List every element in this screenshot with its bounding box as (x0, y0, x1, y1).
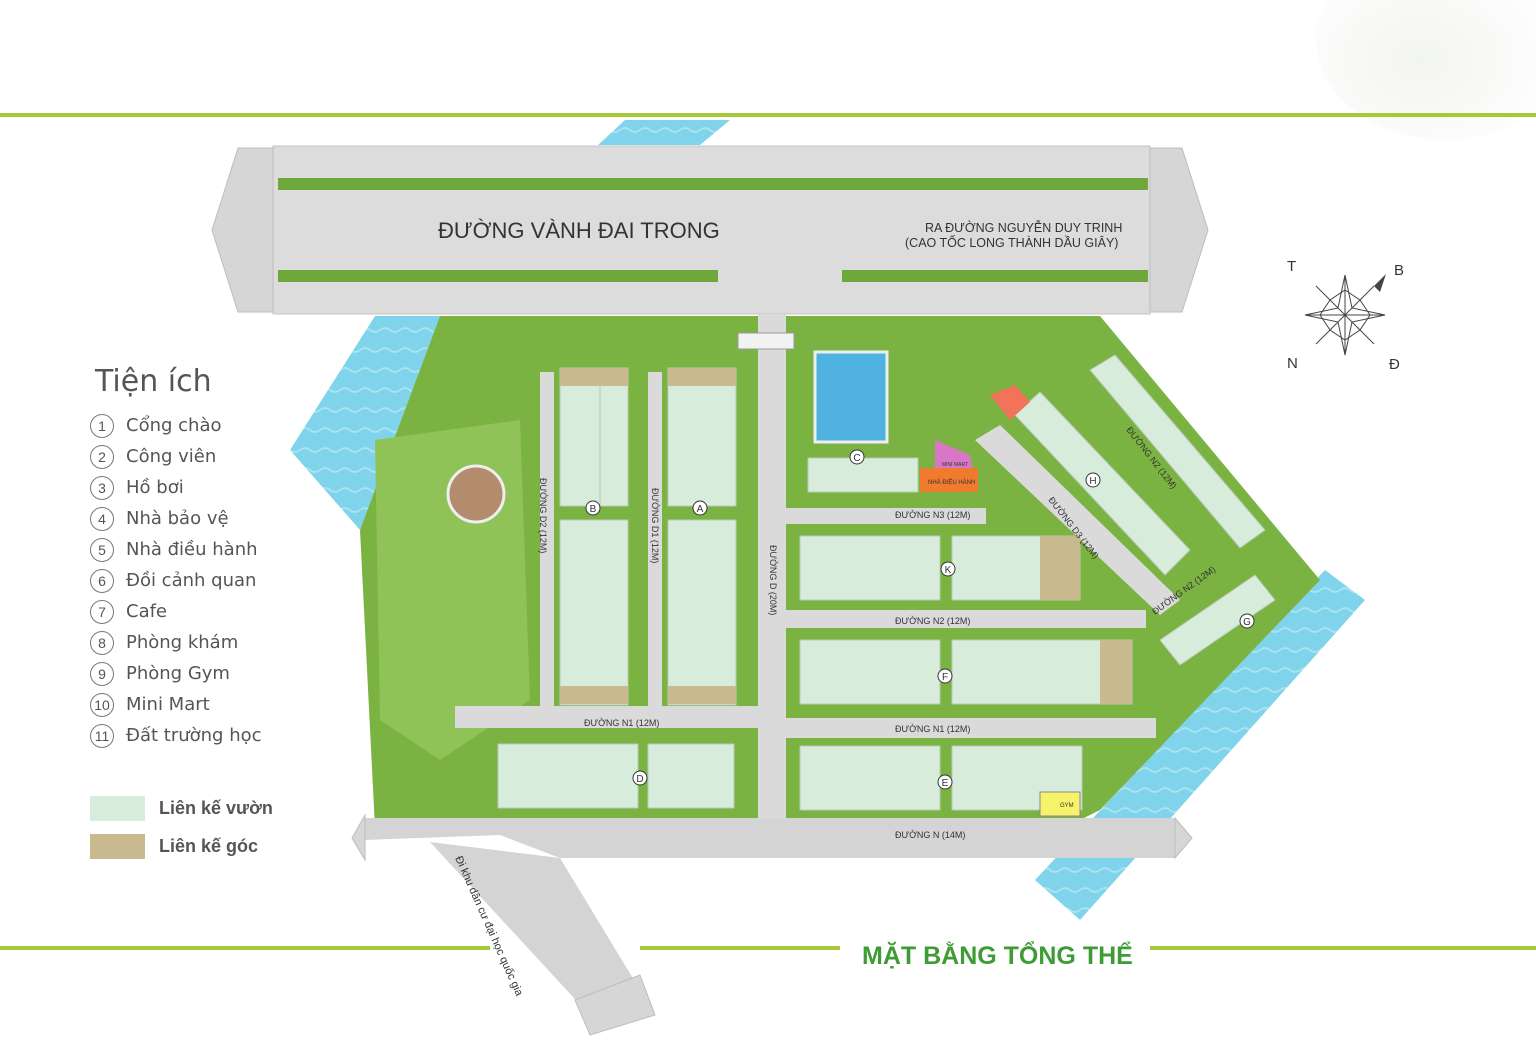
block-markers: A B C D E F G H K (585, 449, 1255, 790)
legend-item-label: Phòng Gym (126, 663, 230, 684)
exec-building (920, 468, 978, 492)
lot-blocks (497, 354, 1276, 811)
legend-item-number: 10 (90, 692, 114, 717)
road-label-main: ĐƯỜNG VÀNH ĐAI TRONG (438, 218, 720, 243)
legend-item: 10 Mini Mart (90, 689, 262, 720)
label-mini-mart: MINI MART (942, 462, 968, 468)
compass-n: N (1287, 355, 1298, 372)
legend-item: 3 Hồ bơi (90, 472, 262, 503)
legend-item-number: 11 (90, 723, 114, 748)
bottom-accent-line-middle (640, 946, 840, 950)
road-label-n2: ĐƯỜNG N2 (12M) (895, 616, 970, 626)
plan-title: MẶT BẰNG TỔNG THỂ (862, 942, 1133, 970)
key-corner-label: Liên kế góc (159, 836, 259, 856)
gate (737, 332, 795, 350)
median-bottom-left (278, 270, 718, 282)
legend-item-label: Cổng chào (126, 415, 222, 436)
legend-item-label: Đồi cảnh quan (126, 570, 257, 591)
median-top (278, 178, 1148, 190)
legend-item: 4 Nhà bảo vệ (90, 503, 262, 534)
legend-item: 11 Đất trường học (90, 720, 262, 751)
block-label-h: H (1089, 476, 1096, 487)
legend-item-label: Nhà điều hành (126, 539, 258, 560)
pool (813, 350, 889, 444)
legend-item-number: 4 (90, 506, 114, 531)
cafe-building (446, 464, 506, 524)
key-garden-label: Liên kế vườn (159, 798, 273, 818)
legend-item: 9 Phòng Gym (90, 658, 262, 689)
compass-d: Đ (1389, 356, 1400, 373)
block-label-e: E (942, 778, 949, 789)
arrow-south-east (574, 974, 656, 1036)
arrow-n-west (351, 813, 366, 862)
legend-item: 6 Đồi cảnh quan (90, 565, 262, 596)
compass-t: T (1287, 258, 1297, 275)
legend-item: 7 Cafe (90, 596, 262, 627)
road-label-n1-left: ĐƯỜNG N1 (12M) (584, 718, 659, 728)
top-accent-line (0, 113, 1536, 117)
block-label-k: K (945, 565, 952, 576)
arrow-n-east (1174, 816, 1193, 860)
legend-item-label: Đất trường học (126, 725, 262, 746)
road-label-n: ĐƯỜNG N (14M) (895, 830, 965, 840)
block-label-f: F (942, 672, 948, 683)
legend-item-number: 7 (90, 599, 114, 624)
compass-rose-icon (1304, 274, 1386, 356)
legend-item-label: Mini Mart (126, 694, 210, 715)
key-garden-swatch (90, 796, 145, 821)
legend-item-label: Phòng khám (126, 632, 239, 653)
legend-item: 1 Cổng chào (90, 410, 262, 441)
side-exit-road (430, 842, 640, 1010)
block-label-a: A (697, 504, 704, 515)
block-label-c: C (853, 453, 860, 464)
legend-item-label: Nhà bảo vệ (126, 508, 229, 529)
legend-item-label: Công viên (126, 446, 217, 467)
arrow-west (211, 147, 274, 313)
road-label-exit-2: (CAO TỐC LONG THÀNH DẦU GIÂY) (905, 235, 1118, 250)
road-label-n3: ĐƯỜNG N3 (12M) (895, 510, 970, 520)
compass-b: B (1394, 262, 1405, 279)
legend-item-number: 8 (90, 630, 114, 655)
arrow-east (1149, 147, 1209, 313)
legend-item: 8 Phòng khám (90, 627, 262, 658)
legend-item-label: Hồ bơi (126, 477, 184, 498)
canal-top (598, 120, 730, 145)
road-label-n1-right: ĐƯỜNG N1 (12M) (895, 724, 970, 734)
canal-left (290, 316, 440, 530)
block-label-d: D (636, 774, 643, 785)
key-corner-lot: Liên kế góc (90, 834, 258, 859)
legend-item-number: 5 (90, 537, 114, 562)
legend-item-number: 3 (90, 475, 114, 500)
legend-item-number: 6 (90, 568, 114, 593)
block-label-g: G (1243, 617, 1251, 628)
bottom-accent-line-right (1150, 946, 1536, 950)
key-garden-lot: Liên kế vườn (90, 796, 273, 821)
gym-building (1039, 791, 1081, 817)
road-label-exit-1: RA ĐƯỜNG NGUYỄN DUY TRINH (925, 220, 1122, 235)
legend-item-number: 2 (90, 444, 114, 469)
legend-item-number: 9 (90, 661, 114, 686)
clinic-building (990, 385, 1030, 420)
label-exec: NHÀ ĐIỀU HÀNH (928, 479, 975, 486)
label-gym: GYM (1060, 803, 1074, 809)
legend-item-label: Cafe (126, 601, 168, 622)
bottom-accent-line-left (0, 946, 490, 950)
legend-title: Tiện ích (95, 364, 212, 399)
block-label-b: B (590, 504, 597, 515)
road-label-d1: ĐƯỜNG D1 (12M) (650, 488, 660, 563)
key-corner-swatch (90, 834, 145, 859)
median-bottom-right (842, 270, 1148, 282)
legend-item: 5 Nhà điều hành (90, 534, 262, 565)
road-label-d: ĐƯỜNG D (20M) (768, 545, 778, 615)
road-n (365, 818, 1175, 858)
legend-item-number: 1 (90, 413, 114, 438)
internal-roads (455, 314, 1180, 834)
road-label-d2: ĐƯỜNG D2 (12M) (538, 478, 548, 553)
legend-item: 2 Công viên (90, 441, 262, 472)
